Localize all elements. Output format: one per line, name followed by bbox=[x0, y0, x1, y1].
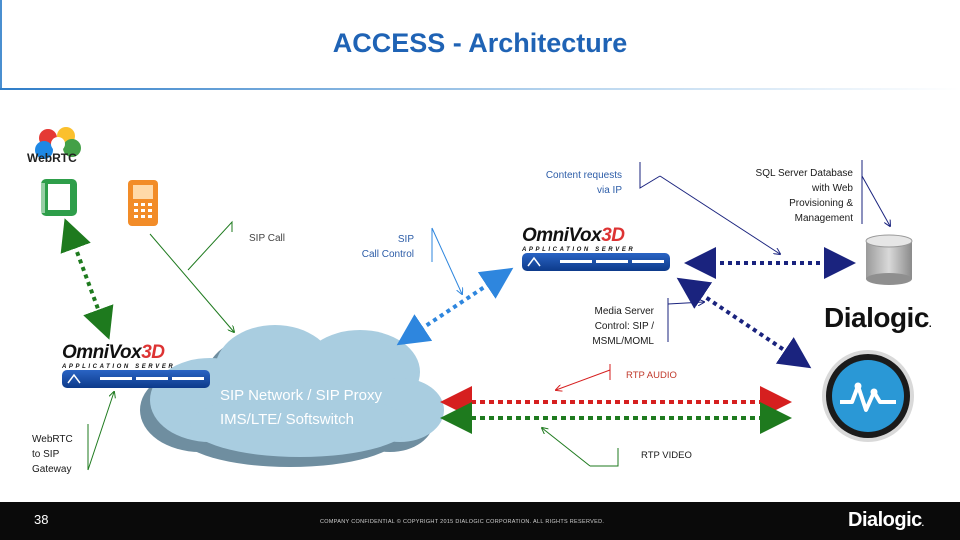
omnivox-right-brand: OmniVox bbox=[522, 225, 602, 246]
rtp-audio-label: RTP AUDIO bbox=[626, 370, 677, 381]
media-server-label: Media Server Control: SIP / MSML/MOML bbox=[560, 304, 654, 349]
webrtc-icon bbox=[35, 127, 81, 159]
footer-logo-text: Dialogic bbox=[848, 509, 922, 531]
cloud-label-line2: IMS/LTE/ Softswitch bbox=[220, 411, 354, 428]
webrtc-to-omnivox-link bbox=[60, 218, 114, 340]
copyright-notice: COMPANY CONFIDENTIAL © COPYRIGHT 2015 DI… bbox=[320, 519, 605, 525]
content-requests-arrow bbox=[659, 175, 780, 254]
footer-logo-mark: . bbox=[921, 519, 924, 528]
rtp-audio-arrow bbox=[556, 369, 611, 390]
omnivox-right-server-bar bbox=[522, 253, 670, 271]
green-phone-icon bbox=[41, 179, 77, 216]
sip-call-label: SIP Call bbox=[249, 233, 285, 244]
content-requests-label: Content requests via IP bbox=[500, 168, 622, 198]
orange-phone-icon bbox=[128, 180, 158, 226]
content-requests-line2: via IP bbox=[596, 185, 622, 196]
footer-dialogic-logo: Dialogic. bbox=[848, 509, 924, 532]
omnivox-left-server-bar bbox=[62, 370, 210, 388]
webrtc-gateway-line3: Gateway bbox=[32, 464, 72, 475]
slide-title: ACCESS - Architecture bbox=[332, 28, 628, 58]
content-requests-bracket bbox=[639, 162, 661, 189]
title-divider bbox=[0, 88, 960, 90]
sip-network-cloud bbox=[140, 325, 444, 467]
omnivox-right-subtitle: APPLICATION SERVER bbox=[522, 247, 636, 253]
omnivox-left-subtitle: APPLICATION SERVER bbox=[62, 364, 176, 370]
sip-call-bracket bbox=[187, 220, 233, 271]
omnivox-to-media-link bbox=[676, 277, 812, 369]
media-server-line1: Media Server bbox=[594, 306, 654, 317]
cloud-label-line1: SIP Network / SIP Proxy bbox=[220, 387, 383, 404]
webrtc-gateway-arrow bbox=[87, 392, 114, 471]
rtp-video-bracket bbox=[590, 448, 619, 467]
sip-call-control-line2: Call Control bbox=[361, 249, 414, 260]
rtp-video-arrow bbox=[542, 428, 591, 467]
webrtc-gateway-label: WebRTC to SIP Gateway bbox=[32, 432, 73, 477]
webrtc-logo-label: WebRTC bbox=[27, 151, 77, 165]
content-requests-line1: Content requests bbox=[545, 170, 622, 181]
sql-server-line1: SQL Server Database bbox=[755, 168, 853, 179]
rtp-video-label: RTP VIDEO bbox=[641, 450, 692, 461]
sql-server-line3: Provisioning & bbox=[789, 198, 853, 209]
sql-server-label: SQL Server Database with Web Provisionin… bbox=[720, 166, 853, 226]
media-server-arrow bbox=[667, 302, 704, 304]
webrtc-gateway-line1: WebRTC bbox=[32, 434, 73, 445]
omnivox-left-logo: OmniVox3D APPLICATION SERVER bbox=[62, 342, 175, 370]
omnivox-right-brand-3d: 3D bbox=[601, 225, 625, 246]
sip-call-control-line1: SIP bbox=[397, 234, 414, 245]
sip-call-control-arrow bbox=[431, 227, 462, 294]
page-number: 38 bbox=[34, 512, 49, 527]
dialogic-logo-mark: . bbox=[928, 319, 932, 330]
sql-server-line2: with Web bbox=[812, 183, 853, 194]
sip-call-control-label: SIP Call Control bbox=[330, 232, 414, 262]
omnivox-left-brand-3d: 3D bbox=[141, 342, 165, 363]
cloud-to-omnivox-link bbox=[396, 267, 514, 346]
media-server-line2: Control: SIP / bbox=[594, 321, 654, 332]
omnivox-left-brand: OmniVox bbox=[62, 342, 142, 363]
sql-server-line4: Management bbox=[794, 213, 853, 224]
cloud-label: SIP Network / SIP Proxy IMS/LTE/ Softswi… bbox=[220, 384, 440, 432]
title-accent-bar bbox=[0, 0, 2, 90]
media-server-line3: MSML/MOML bbox=[592, 336, 654, 347]
dialogic-media-icon bbox=[822, 350, 914, 442]
slide-footer bbox=[0, 502, 960, 540]
webrtc-gateway-line2: to SIP bbox=[32, 449, 60, 460]
dialogic-logo: Dialogic. bbox=[824, 302, 932, 334]
dialogic-logo-text: Dialogic bbox=[824, 302, 929, 333]
sql-arrow bbox=[861, 175, 890, 226]
database-icon bbox=[865, 234, 913, 285]
sip-call-link bbox=[149, 233, 234, 332]
omnivox-right-logo: OmniVox3D APPLICATION SERVER bbox=[522, 225, 635, 253]
